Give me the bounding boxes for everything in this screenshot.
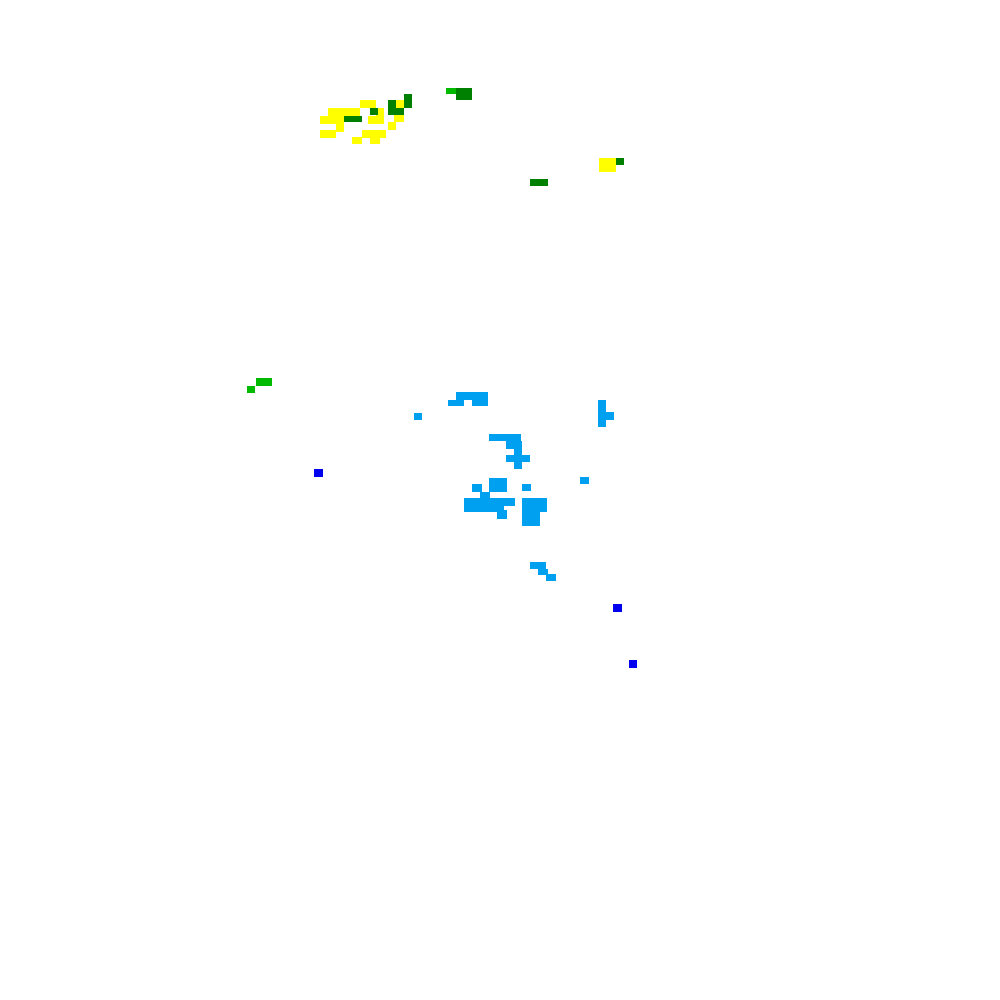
blue-dots <box>314 469 637 668</box>
light-blue-cluster-center-cell <box>480 492 490 500</box>
yellow-cluster-north-cell <box>352 137 362 144</box>
dark-green-patch-northeast-cell <box>616 158 624 165</box>
light-blue-cluster-center-cell <box>472 400 488 406</box>
dark-green-cluster-north-cell <box>456 88 472 100</box>
light-blue-cluster-center-cell <box>489 434 521 441</box>
blue-dots-cell <box>629 660 637 668</box>
light-blue-cluster-center-cell <box>522 512 540 526</box>
dark-green-cluster-north <box>344 88 472 122</box>
yellow-cluster-north-cell <box>394 100 404 108</box>
light-blue-cluster-center-cell <box>497 498 515 506</box>
yellow-patch-northeast-cell <box>599 158 616 172</box>
yellow-cluster-north <box>320 100 404 144</box>
light-blue-cluster-center-cell <box>472 484 482 492</box>
dark-green-cluster-north-cell <box>388 108 404 115</box>
light-blue-cluster-center-cell <box>464 498 504 512</box>
yellow-cluster-north-cell <box>328 108 360 116</box>
yellow-cluster-north-cell <box>336 124 344 132</box>
yellow-patch-northeast <box>599 158 616 172</box>
light-blue-cluster-center <box>414 392 614 581</box>
green-cluster-north <box>446 88 456 94</box>
green-patch-west <box>247 378 272 393</box>
dark-green-cluster-north-cell <box>388 100 396 108</box>
yellow-cluster-north-cell <box>320 116 344 124</box>
light-blue-cluster-center-cell <box>598 412 614 420</box>
light-blue-cluster-center-cell <box>514 449 522 457</box>
light-blue-cluster-center-cell <box>414 413 422 420</box>
light-blue-cluster-center-cell <box>538 569 548 575</box>
yellow-cluster-north-cell <box>376 108 384 116</box>
light-blue-cluster-center-cell <box>530 562 546 569</box>
yellow-cluster-north-cell <box>320 130 336 138</box>
yellow-cluster-north-cell <box>388 122 396 130</box>
light-blue-cluster-center-cell <box>598 420 606 427</box>
light-blue-cluster-center-cell <box>497 510 507 519</box>
yellow-cluster-north-cell <box>394 114 404 122</box>
yellow-cluster-north-cell <box>362 130 386 138</box>
light-blue-cluster-center-cell <box>522 484 531 491</box>
green-patch-west-cell <box>247 386 255 393</box>
light-blue-cluster-center-cell <box>522 498 547 512</box>
yellow-cluster-north-cell <box>360 100 376 108</box>
green-patch-west-cell <box>256 378 272 386</box>
light-blue-cluster-center-cell <box>506 441 522 449</box>
dark-green-patch-northeast <box>530 158 624 186</box>
light-blue-cluster-center-cell <box>506 455 530 462</box>
yellow-cluster-north-cell <box>370 137 380 144</box>
blue-dots-cell <box>613 604 622 612</box>
light-blue-cluster-center-cell <box>489 478 507 492</box>
light-blue-cluster-center-cell <box>448 400 464 406</box>
dark-green-cluster-north-cell <box>404 94 412 108</box>
dark-green-cluster-north-cell <box>344 116 362 122</box>
light-blue-cluster-center-cell <box>580 477 589 484</box>
yellow-cluster-north-cell <box>368 116 384 124</box>
light-blue-cluster-center-cell <box>598 400 606 416</box>
green-cluster-north-cell <box>446 88 456 94</box>
light-blue-cluster-center-cell <box>546 574 556 581</box>
light-blue-cluster-center-cell <box>514 462 522 469</box>
dark-green-cluster-north-cell <box>370 108 378 115</box>
dark-green-patch-northeast-cell <box>530 179 548 186</box>
light-blue-cluster-center-cell <box>456 392 488 400</box>
blue-dots-cell <box>314 469 323 477</box>
